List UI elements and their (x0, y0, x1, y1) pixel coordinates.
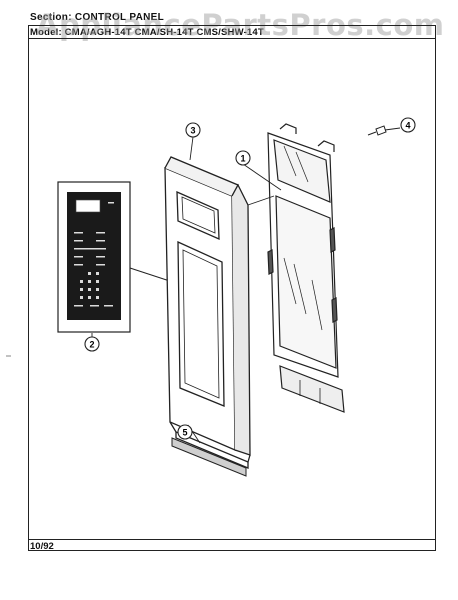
svg-text:3: 3 (190, 126, 195, 136)
bottom-strip-part (171, 437, 247, 477)
section-title: Section: CONTROL PANEL (30, 12, 165, 23)
header-rule (28, 38, 436, 39)
touch-panel-part (57, 181, 131, 333)
callout-5: 5 (177, 424, 193, 440)
screw-part (367, 125, 387, 136)
svg-text:1: 1 (240, 154, 245, 164)
svg-text:4: 4 (405, 121, 410, 131)
control-panel-frame-part (164, 156, 251, 469)
callout-4: 4 (400, 117, 416, 133)
model-list: Model: CMA/AGH-14T CMA/SH-14T CMS/SHW-14… (30, 27, 264, 38)
rear-bracket-part (267, 123, 345, 413)
callout-2: 2 (84, 336, 100, 352)
diagram-frame (28, 25, 436, 551)
svg-text:5: 5 (182, 428, 187, 438)
svg-text:2: 2 (89, 340, 94, 350)
revision-date: 10/92 (30, 541, 54, 552)
footer-rule (28, 539, 436, 540)
callout-3: 3 (185, 122, 201, 138)
alignment-line (247, 195, 275, 206)
callout-1: 1 (235, 150, 251, 166)
